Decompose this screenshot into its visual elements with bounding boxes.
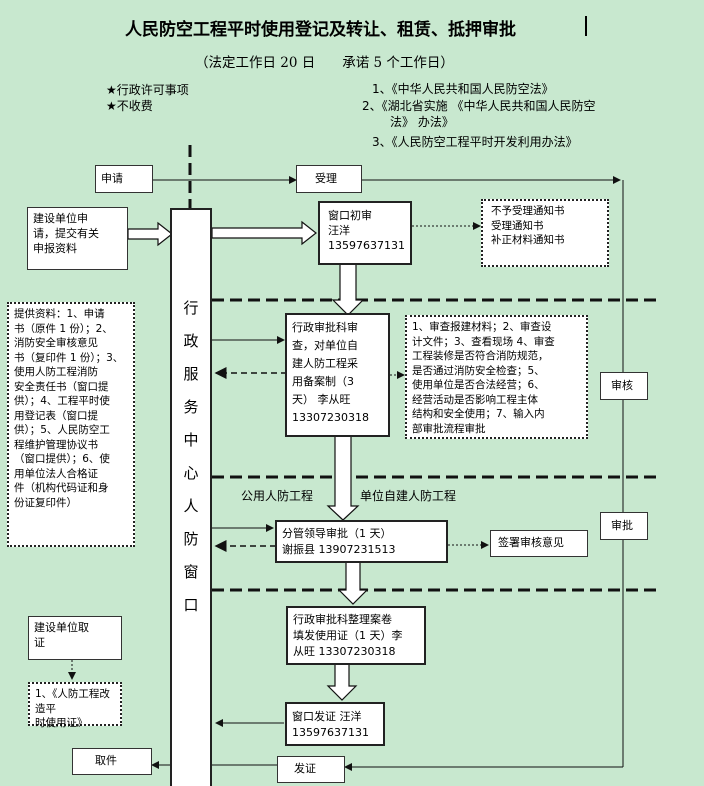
sign-opinion-label: 签署审核意见 — [498, 536, 564, 549]
issue-label: 发证 — [294, 762, 316, 775]
issue-box: 发证 — [277, 756, 345, 783]
apply-box: 申请 — [95, 165, 153, 193]
note-permit: ★行政许可事项 — [106, 83, 189, 97]
center-char: 人 — [183, 497, 199, 515]
notices-box: 不予受理通知书 受理通知书 补正材料通知书 — [481, 199, 609, 267]
law-item: 3、《人民防空工程平时开发利用办法》 — [372, 135, 578, 149]
review-items-box: 1、审查报建材料；2、审查设 计文件；3、查看现场 4、审查 工程装修是否符合消… — [405, 315, 588, 439]
window-first-review-box: 窗口初审 汪洋 13597637131 — [318, 201, 412, 265]
sign-opinion-box: 签署审核意见 — [490, 530, 588, 557]
center-char: 务 — [183, 398, 199, 416]
center-char: 心 — [183, 464, 199, 482]
hollow-arrow-down — [326, 663, 358, 701]
label-self-built-project: 单位自建人防工程 — [360, 489, 457, 503]
center-char: 中 — [183, 431, 199, 449]
hollow-arrow-down — [337, 561, 369, 605]
center-char: 政 — [183, 332, 199, 350]
center-char: 窗 — [183, 563, 199, 581]
hollow-arrow-down — [326, 435, 360, 521]
leader-approval-box: 分管领导审批（1 天） 谢振县 13907231513 — [275, 520, 448, 563]
apply-label: 申请 — [101, 172, 123, 185]
law-item: 1、《中华人民共和国人民防空法》 — [372, 82, 554, 96]
hollow-arrow-right — [127, 221, 173, 247]
approval-box: 审批 — [600, 512, 648, 540]
unit-submit-box: 建设单位申 请，提交有关 申报资料 — [27, 207, 128, 270]
pickup-label: 取件 — [95, 754, 117, 767]
note-free: ★不收费 — [106, 99, 153, 113]
archive-issue-box: 行政审批科整理案卷 填发使用证（1 天）李 从旺 13307230318 — [286, 606, 426, 665]
audit-label: 审核 — [611, 379, 633, 392]
page-subtitle: （法定工作日 20 日 承诺 5 个工作日） — [195, 55, 454, 71]
approval-label: 审批 — [611, 519, 633, 532]
page-title: 人民防空工程平时使用登记及转让、租赁、抵押审批 — [125, 20, 516, 40]
hollow-arrow-right — [211, 220, 317, 246]
center-char: 防 — [183, 530, 199, 548]
accept-label: 受理 — [315, 172, 337, 185]
center-char: 口 — [183, 596, 199, 614]
center-char: 行 — [183, 299, 199, 317]
hollow-arrow-down — [331, 263, 365, 316]
accept-box: 受理 — [296, 165, 362, 193]
materials-box: 提供资料：1、申请 书（原件 1 份）；2、 消防安全审核意见 书（复印件 1 … — [7, 302, 135, 547]
law-item: 2、《湖北省实施 《中华人民共和国人民防空 — [362, 99, 596, 113]
certificate-box: 1、《人防工程改造平 时使用证》 — [28, 682, 122, 729]
admin-review-box: 行政审批科审 查，对单位自 建人防工程采 用备案制（3 天） 李从旺 13307… — [285, 313, 390, 437]
label-public-project: 公用人防工程 — [241, 489, 314, 503]
text-cursor — [585, 16, 587, 36]
pickup-box: 取件 — [72, 748, 152, 775]
service-center-window: 行政服务中心人防窗口 — [170, 208, 212, 786]
audit-box: 审核 — [600, 372, 648, 400]
unit-pickup-box: 建设单位取 证 — [28, 616, 122, 660]
law-item: 法》 办法》 — [390, 115, 454, 129]
window-issue-box: 窗口发证 汪洋 13597637131 — [285, 702, 385, 746]
center-char: 服 — [183, 365, 199, 383]
